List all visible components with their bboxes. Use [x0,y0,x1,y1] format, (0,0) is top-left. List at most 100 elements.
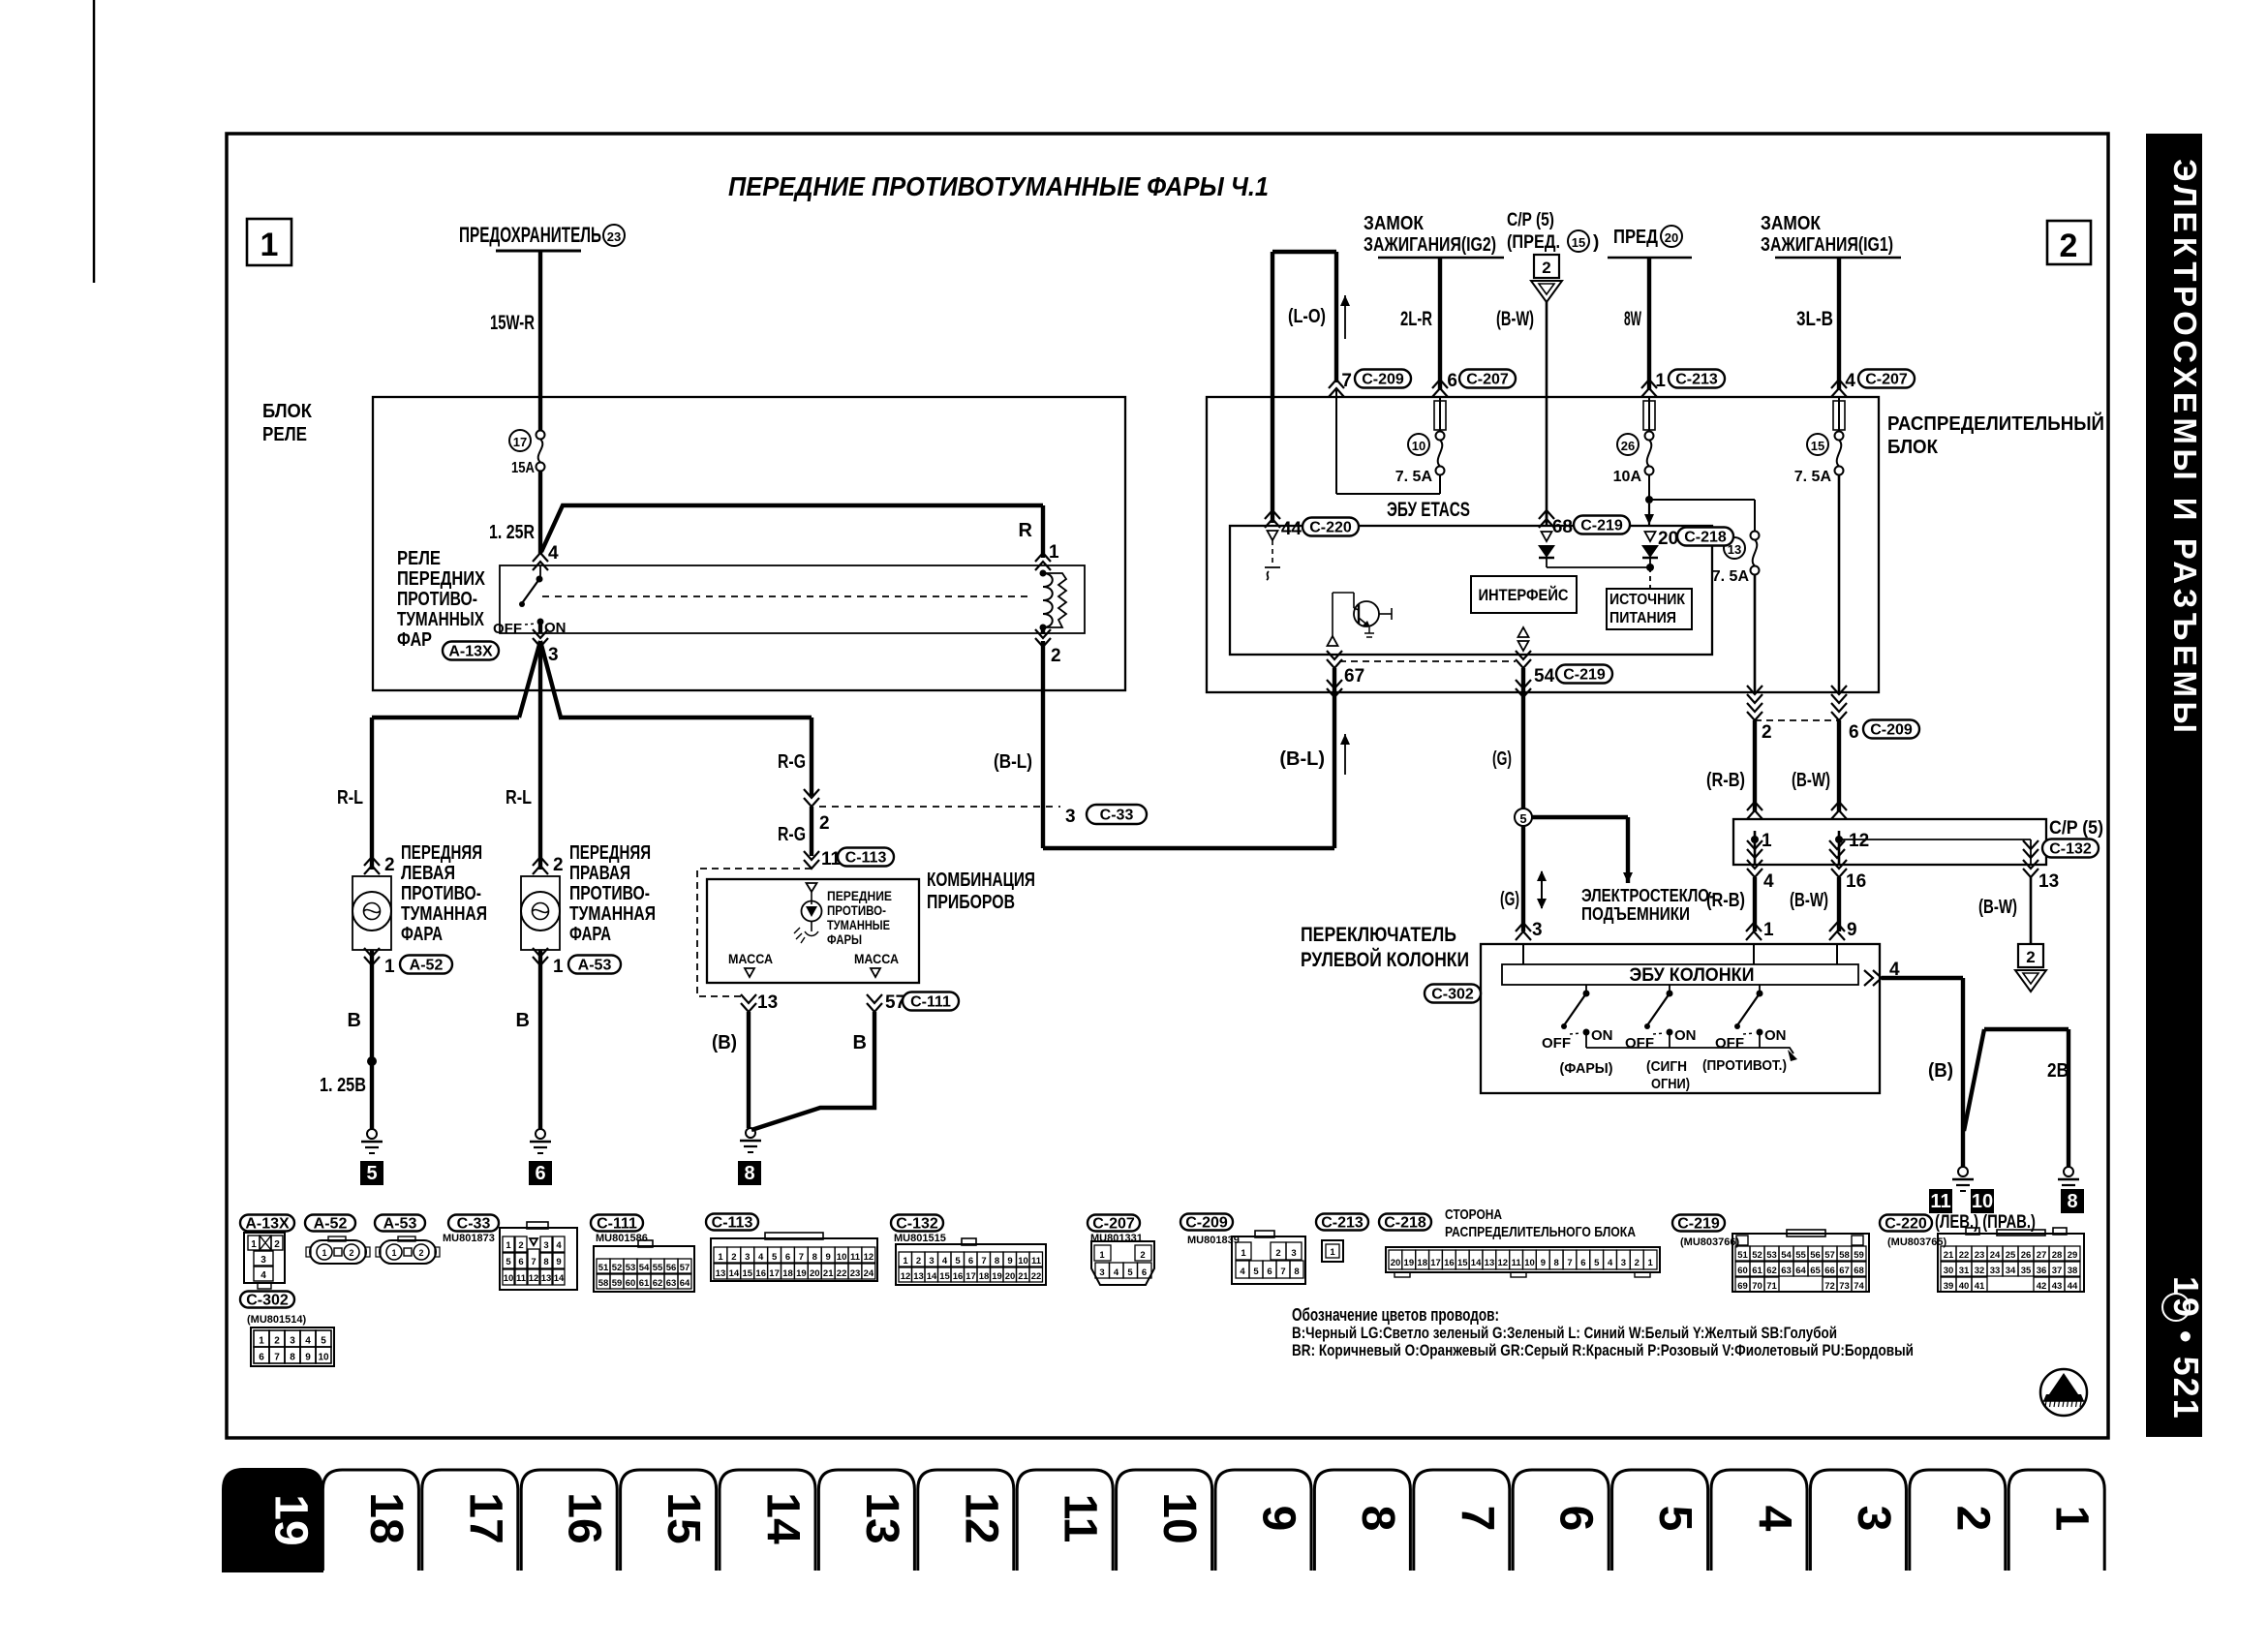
svg-text:8: 8 [543,1257,548,1267]
svg-text:C-111: C-111 [597,1216,637,1233]
svg-text:18: 18 [1417,1258,1427,1268]
svg-text:5: 5 [1594,1258,1600,1268]
svg-text:66: 66 [1824,1266,1835,1276]
svg-text:ПЕРЕДНЯЯ: ПЕРЕДНЯЯ [401,842,482,864]
svg-text:2: 2 [1542,259,1550,277]
svg-text:BR: Коричневый O:Оранжевый GR:: BR: Коричневый O:Оранжевый GR:Серый R:Кр… [1292,1341,1914,1359]
svg-text:БЛОК: БЛОК [1887,437,1939,458]
svg-text:68: 68 [1552,517,1573,537]
svg-text:(B-W): (B-W) [1792,770,1830,791]
svg-text:4: 4 [305,1336,311,1347]
svg-text:7: 7 [981,1256,986,1267]
svg-text:2: 2 [274,1239,280,1250]
svg-text:РЕЛЕ: РЕЛЕ [262,424,307,445]
svg-text:7: 7 [799,1252,804,1263]
svg-text:68: 68 [1854,1266,1864,1276]
svg-text:ПРАВАЯ: ПРАВАЯ [569,863,630,884]
svg-text:1: 1 [1241,1248,1246,1259]
svg-text:R-G: R-G [778,824,806,845]
svg-text:13: 13 [2038,871,2059,892]
svg-text:2: 2 [1946,1506,1998,1532]
svg-text:17: 17 [1430,1258,1441,1268]
svg-text:21: 21 [1944,1250,1954,1261]
svg-text:C-219: C-219 [1563,667,1606,684]
svg-text:(R-B): (R-B) [1706,890,1745,911]
svg-text:9: 9 [556,1257,561,1267]
svg-text:6: 6 [1580,1258,1585,1268]
svg-text:R-L: R-L [506,787,532,809]
svg-text:C-209: C-209 [1185,1215,1228,1232]
svg-text:27: 27 [2037,1250,2047,1261]
svg-text:C-209: C-209 [1362,372,1404,388]
svg-text:17: 17 [769,1268,780,1279]
svg-text:9: 9 [826,1252,831,1263]
svg-text:8: 8 [1352,1506,1403,1532]
svg-text:3: 3 [929,1256,934,1267]
svg-text:OFF: OFF [1625,1035,1654,1052]
svg-text:72: 72 [1824,1281,1835,1292]
svg-text:(B-L): (B-L) [994,751,1032,773]
svg-text:24: 24 [1990,1250,2001,1261]
svg-text:6: 6 [535,1163,545,1184]
svg-text:(ЛЕВ.) (ПРАВ.): (ЛЕВ.) (ПРАВ.) [1935,1212,2036,1233]
svg-text:ПРОТИВО-: ПРОТИВО- [827,903,886,918]
svg-text:1: 1 [2046,1506,2098,1532]
svg-text:5: 5 [1519,811,1526,826]
svg-text:MU801515: MU801515 [894,1233,946,1244]
svg-text:17: 17 [459,1492,510,1543]
svg-text:12: 12 [901,1271,911,1282]
svg-text:1: 1 [718,1252,723,1263]
svg-text:МАССА: МАССА [854,951,899,966]
svg-text:15: 15 [1572,235,1585,250]
svg-text:7: 7 [274,1353,280,1363]
svg-text:БЛОК: БЛОК [262,401,313,422]
svg-text:16: 16 [559,1492,610,1543]
svg-text:(B-W): (B-W) [1790,890,1828,911]
svg-text:ЭБУ КОЛОНКИ: ЭБУ КОЛОНКИ [1630,965,1755,986]
svg-text:C-213: C-213 [1675,372,1718,388]
svg-text:13: 13 [757,992,778,1013]
svg-text:7. 5A: 7. 5A [1395,469,1433,485]
svg-text:16: 16 [755,1268,766,1279]
svg-text:64: 64 [1795,1266,1806,1276]
svg-text:11: 11 [1930,1191,1950,1212]
svg-text:ТУМАННЫЕ: ТУМАННЫЕ [827,918,890,932]
svg-text:ЗАМОК: ЗАМОК [1364,213,1425,234]
svg-text:59: 59 [612,1278,623,1289]
svg-text:22: 22 [1031,1271,1042,1282]
svg-text:4: 4 [1114,1267,1119,1278]
svg-text:1: 1 [903,1256,908,1267]
svg-text:2: 2 [1140,1250,1145,1261]
svg-text:63: 63 [1781,1266,1792,1276]
svg-text:51: 51 [598,1263,609,1273]
svg-text:1. 25B: 1. 25B [320,1075,366,1096]
svg-text:6: 6 [518,1257,523,1267]
svg-text:ПЕРЕКЛЮЧАТЕЛЬ: ПЕРЕКЛЮЧАТЕЛЬ [1301,924,1456,946]
svg-text:59: 59 [1854,1250,1864,1261]
svg-text:3: 3 [1291,1248,1296,1259]
svg-text:1: 1 [384,957,395,977]
svg-text:7: 7 [531,1257,536,1267]
svg-text:20: 20 [810,1268,820,1279]
svg-text:1: 1 [259,1336,264,1347]
svg-text:26: 26 [1621,439,1635,453]
svg-text:3: 3 [290,1336,295,1347]
svg-text:63: 63 [666,1278,677,1289]
svg-text:3: 3 [1065,807,1076,827]
svg-text:B: B [348,1010,361,1031]
svg-text:(СИГН: (СИГН [1646,1058,1687,1075]
svg-text:ТУМАННАЯ: ТУМАННАЯ [569,903,656,925]
svg-text:ЗАЖИГАНИЯ(IG1): ЗАЖИГАНИЯ(IG1) [1761,234,1893,256]
svg-text:2: 2 [518,1240,523,1251]
svg-text:C-33: C-33 [457,1216,491,1233]
svg-text:C/P (5): C/P (5) [2049,818,2103,839]
svg-text:1: 1 [553,957,564,977]
svg-text:15: 15 [1457,1258,1468,1268]
svg-text:ПРИБОРОВ: ПРИБОРОВ [927,892,1015,913]
svg-text:10A: 10A [1613,469,1642,485]
svg-text:10: 10 [1412,439,1425,453]
svg-text:1: 1 [1763,920,1774,940]
svg-text:4: 4 [548,543,559,564]
svg-text:12: 12 [864,1252,874,1263]
svg-text:10: 10 [1153,1492,1205,1543]
